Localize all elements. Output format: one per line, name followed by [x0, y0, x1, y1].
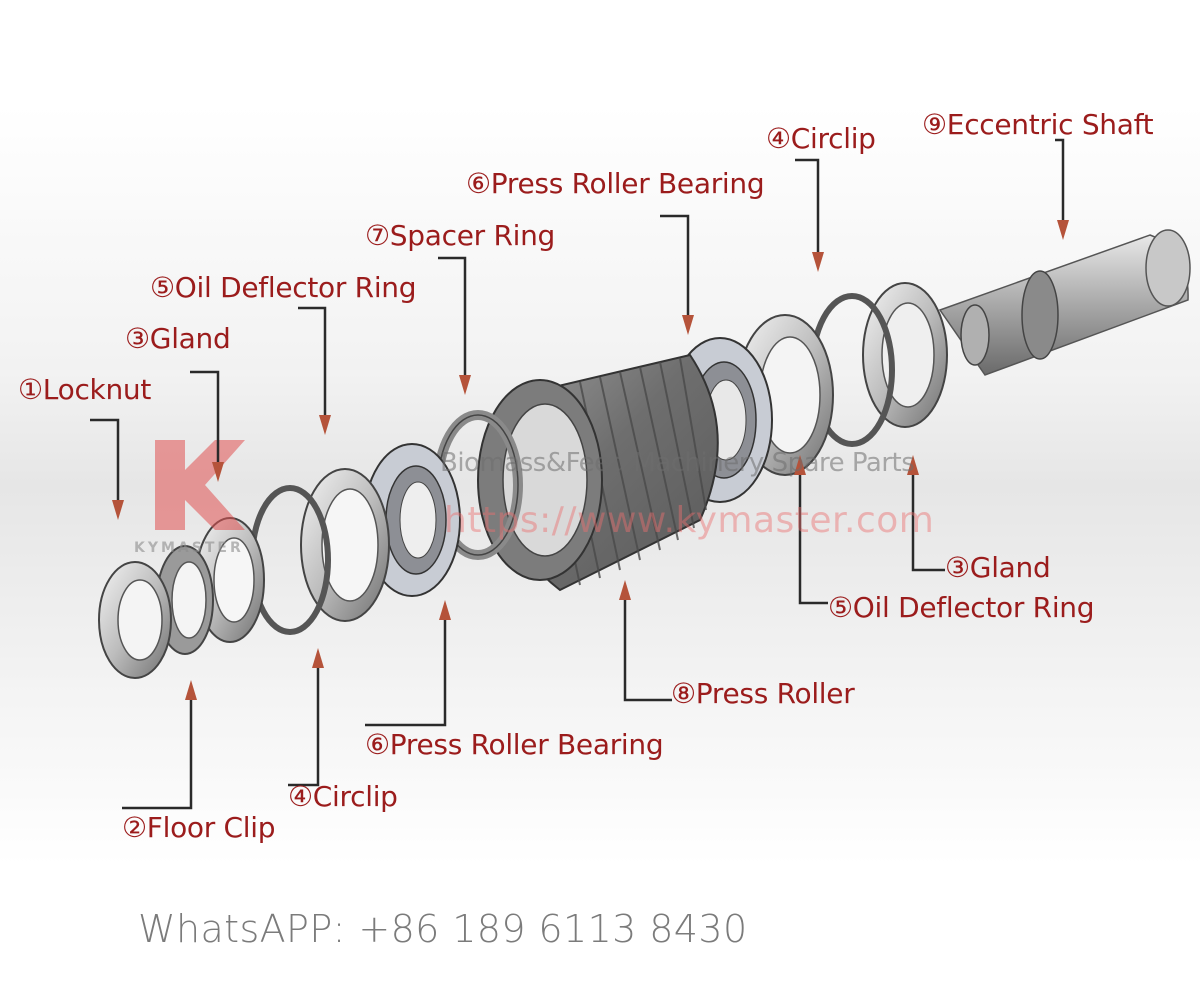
label-locknut: ①Locknut [18, 373, 152, 406]
contact-whatsapp: WhatsAPP: +86 189 6113 8430 [138, 907, 748, 951]
leader-lines [90, 138, 1065, 810]
label-gland-right: ③Gland [945, 551, 1051, 584]
label-floor-clip: ②Floor Clip [122, 811, 276, 844]
arrowheads [112, 220, 1069, 700]
watermark-url: https://www.kymaster.com [444, 500, 935, 541]
press-roller [477, 353, 719, 592]
label-oil-deflector-right: ⑤Oil Deflector Ring [828, 591, 1095, 624]
eccentric-shaft [938, 229, 1191, 376]
watermark-logo-text: KYMASTER [134, 540, 244, 556]
watermark-tagline: Biomass&Feed Machinery Spare Parts [440, 448, 915, 478]
label-eccentric-shaft: ⑨Eccentric Shaft [922, 108, 1154, 141]
label-bearing-top: ⑥Press Roller Bearing [466, 167, 765, 200]
label-spacer-ring: ⑦Spacer Ring [365, 219, 555, 252]
oil-deflector-ring-left [300, 468, 390, 622]
label-circlip-bottom: ④Circlip [288, 780, 398, 813]
label-oil-deflector-left: ⑤Oil Deflector Ring [150, 271, 417, 304]
label-gland-left: ③Gland [125, 322, 231, 355]
gland-right [862, 282, 948, 428]
locknut [98, 561, 172, 679]
label-circlip-top: ④Circlip [766, 122, 876, 155]
label-press-roller: ⑧Press Roller [671, 677, 855, 710]
label-bearing-bottom: ⑥Press Roller Bearing [365, 728, 664, 761]
